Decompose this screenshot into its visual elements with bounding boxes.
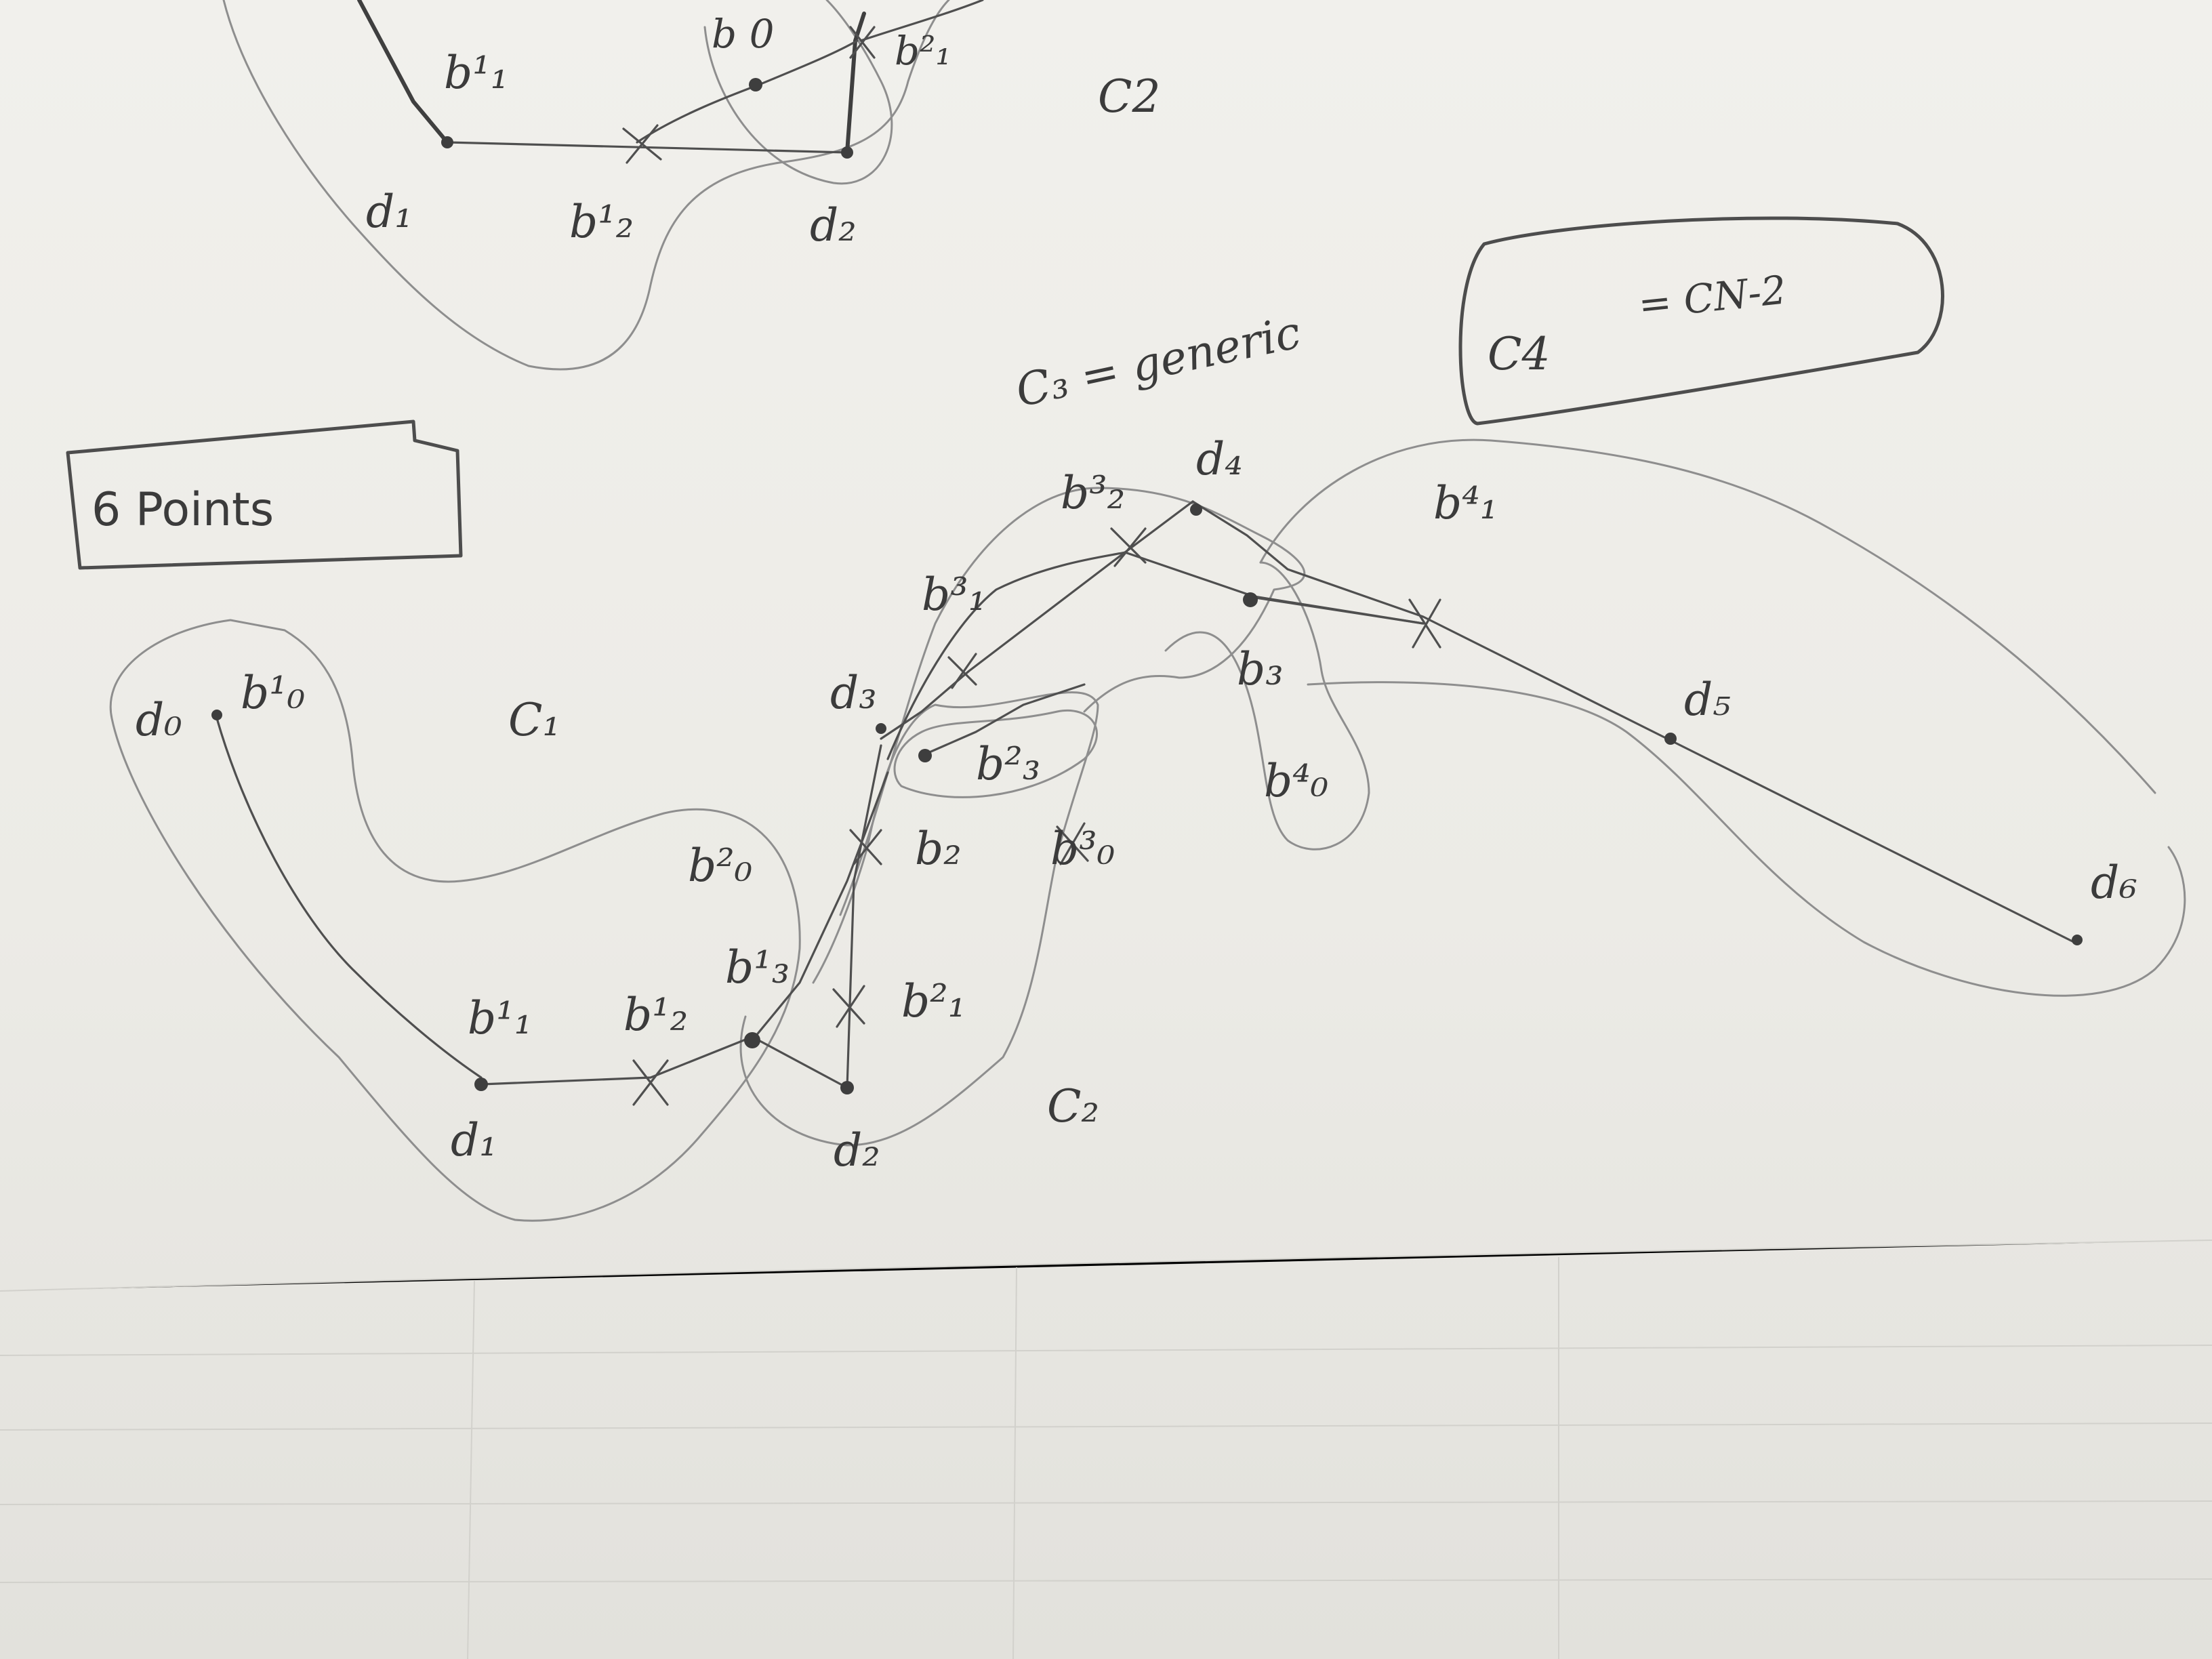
label-d5: d₅ bbox=[1684, 674, 1731, 726]
x-marker bbox=[832, 985, 865, 1028]
region-labels: C₁ C₂ bbox=[508, 694, 1099, 1132]
point-b1-3 bbox=[744, 1032, 760, 1048]
main-construction bbox=[216, 500, 2075, 1089]
label-b1-3: b¹₃ bbox=[725, 941, 790, 994]
top-label-b1-2: b¹₂ bbox=[569, 196, 634, 248]
point-b1-0 bbox=[211, 710, 222, 720]
label-d2: d₂ bbox=[834, 1124, 880, 1176]
x-marker bbox=[1110, 527, 1147, 567]
point-d3 bbox=[876, 723, 886, 734]
label-d1: d₁ bbox=[451, 1114, 497, 1166]
c3-region-outline bbox=[839, 487, 1306, 916]
x-marker bbox=[1408, 598, 1441, 649]
point-labels: d₀ b¹₀ d₁ b¹₁ b¹₂ b¹₃ b²₀ b²₁ b₂ b²₃ d₂ … bbox=[136, 433, 2137, 1176]
label-d0: d₀ bbox=[136, 694, 182, 746]
top-label-b0: b 0 bbox=[712, 11, 774, 57]
top-x-marker bbox=[849, 26, 876, 59]
lower-sheet-grid bbox=[0, 1240, 2212, 1659]
point-d6 bbox=[2072, 935, 2083, 945]
c4-region-outline bbox=[1259, 438, 2186, 997]
label-b3-3: b₃ bbox=[1237, 643, 1284, 695]
label-b1-1: b¹₁ bbox=[468, 992, 532, 1044]
label-c1: C₁ bbox=[508, 694, 560, 746]
label-d4: d₄ bbox=[1196, 433, 1243, 485]
top-right-stroke bbox=[859, 0, 984, 42]
label-b3-1: b³₁ bbox=[922, 569, 986, 621]
x-marker bbox=[632, 1059, 669, 1106]
label-c2: C₂ bbox=[1047, 1080, 1099, 1132]
b23-region-outline bbox=[893, 710, 1098, 798]
grid-line bbox=[1012, 1267, 1017, 1659]
c2-region-outline bbox=[739, 691, 1099, 1147]
top-control-polygon-left bbox=[357, 0, 449, 144]
grid-line bbox=[0, 1578, 2212, 1583]
x-marker bbox=[947, 653, 977, 689]
page-edge-line bbox=[0, 1240, 2212, 1292]
cn2-label: = CN-2 bbox=[1636, 266, 1788, 327]
b3-region-outline bbox=[1164, 561, 1370, 851]
polygon-d4-d6 bbox=[1191, 500, 2075, 943]
label-b2-1: b²₁ bbox=[901, 975, 966, 1027]
c4-box bbox=[1458, 216, 1944, 426]
label-b4-1: b⁴₁ bbox=[1433, 477, 1498, 529]
grid-line bbox=[0, 1500, 2212, 1505]
top-label-b1-1: b¹₁ bbox=[444, 47, 508, 99]
grid-line bbox=[0, 1422, 2212, 1431]
label-b3-0: b³₀ bbox=[1050, 823, 1115, 875]
label-d3: d₃ bbox=[830, 667, 877, 719]
label-b2-3: b²₃ bbox=[976, 738, 1040, 790]
point-b3-3 bbox=[1243, 592, 1258, 607]
b33-to-x bbox=[1246, 595, 1425, 625]
six-points-box bbox=[66, 419, 463, 570]
top-d2-point bbox=[841, 146, 853, 159]
control-polygon-d0-d1 bbox=[216, 717, 483, 1079]
grid-line bbox=[467, 1280, 475, 1659]
grid-line bbox=[0, 1345, 2212, 1356]
c3-generic-label: C₃ = generic bbox=[1011, 306, 1305, 417]
subdivision-curve-right bbox=[886, 551, 1425, 760]
top-region-outline bbox=[222, 0, 950, 371]
subdivision-curve-left bbox=[751, 771, 889, 1042]
point-d4 bbox=[1190, 504, 1202, 516]
top-d1-point bbox=[441, 136, 453, 148]
c1-region-outline bbox=[109, 619, 801, 1222]
label-b2-2: b₂ bbox=[915, 823, 962, 875]
point-d2 bbox=[840, 1081, 854, 1094]
x-markers bbox=[632, 527, 1441, 1106]
c4-label: C4 bbox=[1488, 328, 1551, 380]
top-b0-point bbox=[749, 78, 762, 91]
polygon-b23 bbox=[920, 683, 1086, 757]
point-d5 bbox=[1664, 733, 1677, 745]
point-b2-3 bbox=[918, 749, 932, 762]
top-label-b-partial: b²₁ bbox=[895, 28, 951, 74]
points bbox=[211, 504, 2083, 1094]
label-b4-0: b⁴₀ bbox=[1264, 755, 1328, 807]
polygon-d3-d4 bbox=[880, 500, 1194, 740]
base-curve-d1-d2 bbox=[480, 1036, 848, 1089]
six-points-label: 6 Points bbox=[91, 483, 274, 537]
notes: 6 Points C₃ = generic C4 = CN-2 bbox=[66, 216, 1944, 570]
x-marker bbox=[1056, 822, 1089, 865]
vertical-segment-d2 bbox=[846, 744, 882, 1089]
top-sketch: b¹₁ b 0 b²₁ C2 d₁ b¹₂ d₂ bbox=[222, 0, 1161, 371]
label-d6: d₆ bbox=[2091, 857, 2137, 909]
label-b1-2: b¹₂ bbox=[623, 989, 688, 1041]
point-d1 bbox=[474, 1078, 488, 1091]
label-b1-0: b¹₀ bbox=[241, 667, 305, 719]
top-label-d1: d₁ bbox=[366, 186, 413, 238]
label-b3-2: b³₂ bbox=[1061, 467, 1125, 519]
top-x-marker bbox=[622, 124, 662, 164]
top-label-c2: C2 bbox=[1098, 70, 1161, 123]
label-b2-0: b²₀ bbox=[688, 840, 752, 892]
x-marker bbox=[849, 829, 882, 865]
top-label-d2: d₂ bbox=[810, 199, 857, 251]
